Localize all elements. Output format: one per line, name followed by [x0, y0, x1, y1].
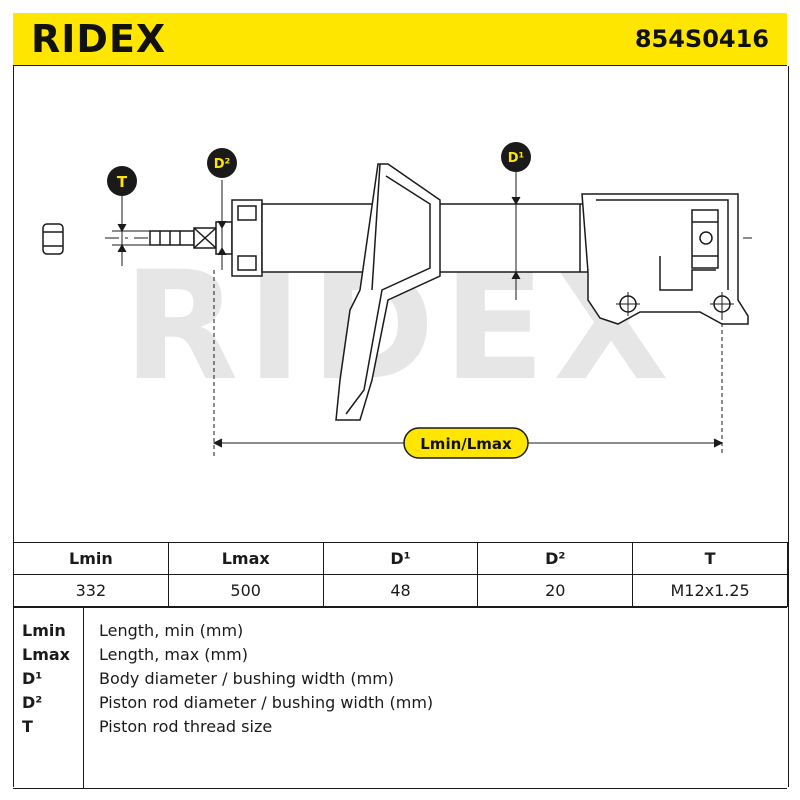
- legend-desc: Piston rod diameter / bushing width (mm): [99, 693, 434, 712]
- legend-key: D¹: [22, 669, 43, 688]
- piston-rod: [149, 227, 217, 249]
- callout-d1: D¹: [501, 142, 531, 172]
- drawing-frame: [13, 66, 789, 787]
- legend-key: D²: [22, 693, 43, 712]
- value-d2: 20: [477, 574, 634, 607]
- value-lmin: 332: [13, 574, 169, 607]
- list-item: Lmin Length, min (mm): [13, 619, 787, 643]
- top-cap: [215, 199, 263, 277]
- legend: Lmin Length, min (mm) Lmax Length, max (…: [13, 607, 787, 789]
- header-lmin: Lmin: [13, 542, 169, 575]
- part-number: 854S0416: [634, 25, 769, 53]
- table-header-row: Lmin Lmax D¹ D² T: [13, 542, 788, 575]
- spring-seat: [335, 163, 441, 421]
- callout-d2-label: D²: [214, 157, 231, 172]
- header-t: T: [632, 542, 788, 575]
- header-d1: D¹: [322, 542, 479, 575]
- legend-divider: [83, 608, 84, 788]
- table-row: 332 500 48 20 M12x1.25: [13, 574, 788, 607]
- value-t: M12x1.25: [632, 574, 788, 607]
- shock-absorber-drawing: RIDEX: [42, 142, 752, 459]
- legend-desc: Body diameter / bushing width (mm): [99, 669, 395, 688]
- list-item: D² Piston rod diameter / bushing width (…: [13, 691, 787, 715]
- dimension-d2: [217, 180, 227, 270]
- header-d2: D²: [477, 542, 634, 575]
- legend-key: Lmin: [22, 621, 66, 640]
- legend-desc: Length, min (mm): [99, 621, 244, 640]
- value-lmax: 500: [167, 574, 324, 607]
- dimensions-table: Lmin Lmax D¹ D² T 332 500 48 20 M12x1.25: [13, 542, 788, 607]
- header-bar: RIDEX 854S0416: [13, 13, 787, 66]
- callout-d2: D²: [207, 148, 237, 178]
- nut-icon: [42, 223, 64, 255]
- legend-key: T: [22, 717, 33, 736]
- brand-logo: RIDEX: [31, 17, 167, 61]
- callout-length-label: Lmin/Lmax: [420, 435, 512, 453]
- legend-key: Lmax: [22, 645, 70, 664]
- dimension-d1: [511, 168, 521, 300]
- callout-t: T: [107, 166, 137, 196]
- callout-t-label: T: [117, 173, 128, 191]
- list-item: D¹ Body diameter / bushing width (mm): [13, 667, 787, 691]
- dimension-t: [112, 196, 150, 266]
- knuckle-bracket: [581, 193, 749, 325]
- list-item: Lmax Length, max (mm): [13, 643, 787, 667]
- list-item: T Piston rod thread size: [13, 715, 787, 739]
- header-lmax: Lmax: [167, 542, 324, 575]
- legend-desc: Length, max (mm): [99, 645, 248, 664]
- legend-desc: Piston rod thread size: [99, 717, 273, 736]
- callout-length: Lmin/Lmax: [403, 427, 529, 459]
- callout-d1-label: D¹: [508, 151, 525, 166]
- value-d1: 48: [322, 574, 479, 607]
